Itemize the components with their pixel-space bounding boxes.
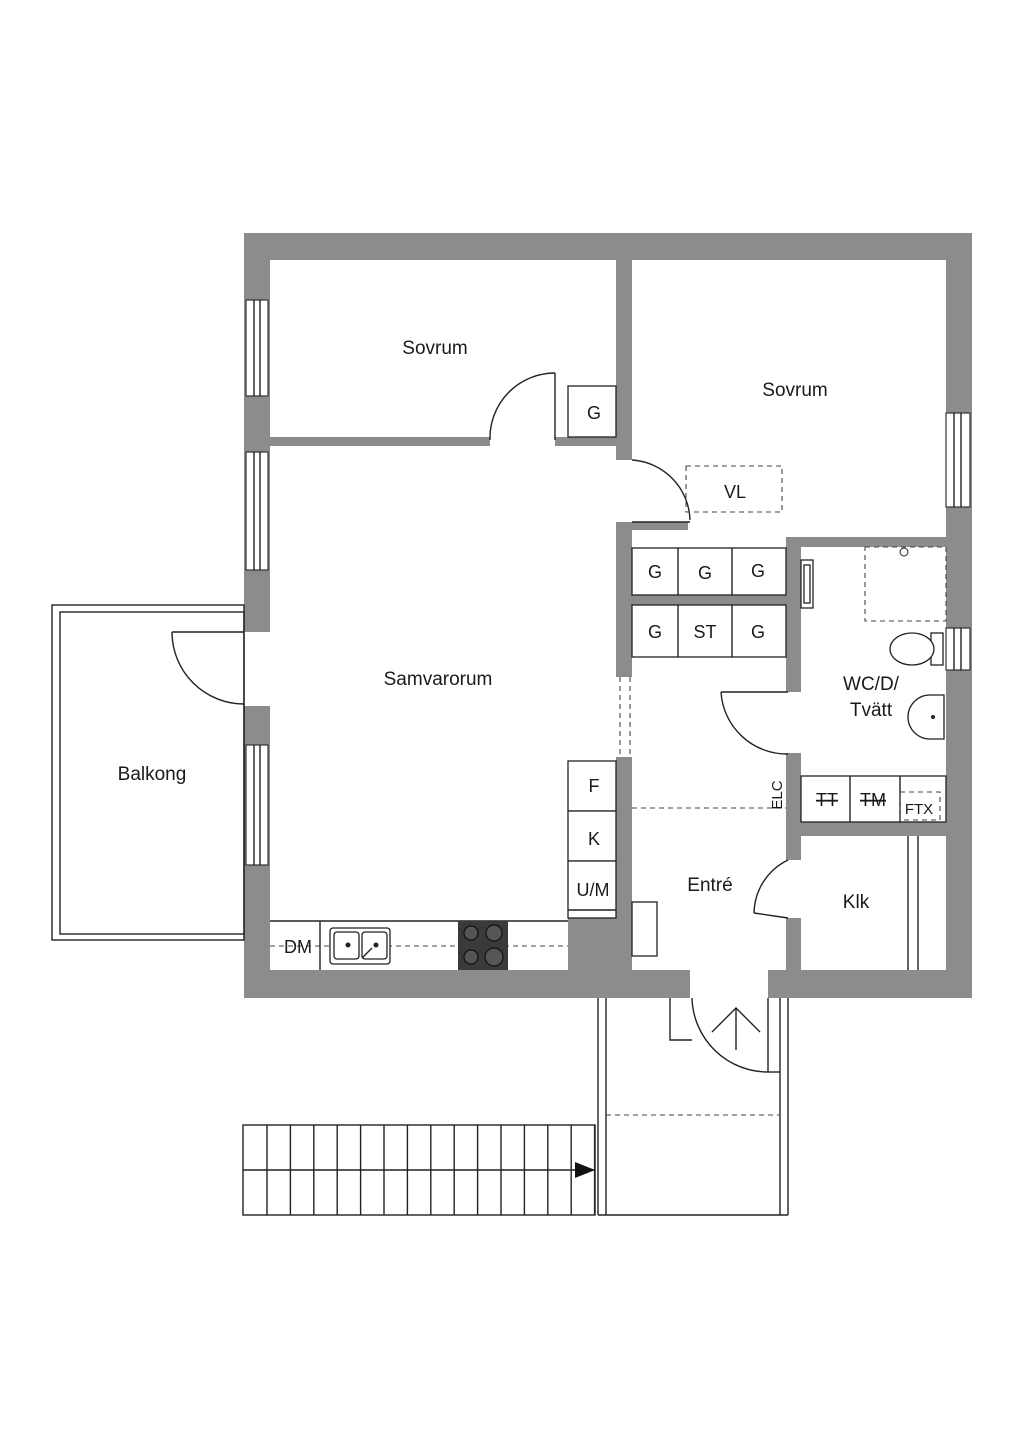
walls [244,233,972,998]
label-wardrobe-1-3: G [751,561,765,581]
label-wardrobe-1-2: G [698,563,712,583]
label-fridge: F [589,776,600,796]
wardrobes [631,547,787,658]
kitchen-fixtures [270,760,617,970]
label-wardrobe-2-1: G [648,622,662,642]
entre-bench [631,901,658,957]
doors [171,372,789,1073]
wc-fixtures [800,546,947,823]
label-tt: TT [816,790,838,810]
label-entre: Entré [687,875,732,896]
vl-box [685,465,783,513]
label-ftx: FTX [905,801,933,818]
label-vl: VL [724,482,746,502]
balcony [51,604,245,941]
label-elc: ELC [769,780,786,809]
stairs [242,998,789,1216]
label-g-bedroom: G [587,403,601,423]
label-wardrobe-2-3: G [751,622,765,642]
label-wardrobe-1-1: G [648,562,662,582]
label-tm: TM [860,790,886,810]
windows [245,299,971,866]
label-samvarorum: Samvarorum [384,669,493,690]
closet-g-bedroom [567,385,617,438]
label-sovrum-left: Sovrum [402,338,467,359]
label-wardrobe-2-2: ST [693,622,716,642]
label-oven: U/M [577,880,610,900]
label-dishwasher: DM [284,937,312,957]
klk-shelves [907,836,919,970]
label-wc-line2: Tvätt [850,700,893,721]
label-klk: Klk [843,892,870,913]
label-sovrum-right: Sovrum [762,380,827,401]
label-wc-line1: WC/D/ [843,674,900,695]
hall-dashes [619,677,786,809]
label-balkong: Balkong [118,764,187,785]
label-freezer: K [588,829,600,849]
